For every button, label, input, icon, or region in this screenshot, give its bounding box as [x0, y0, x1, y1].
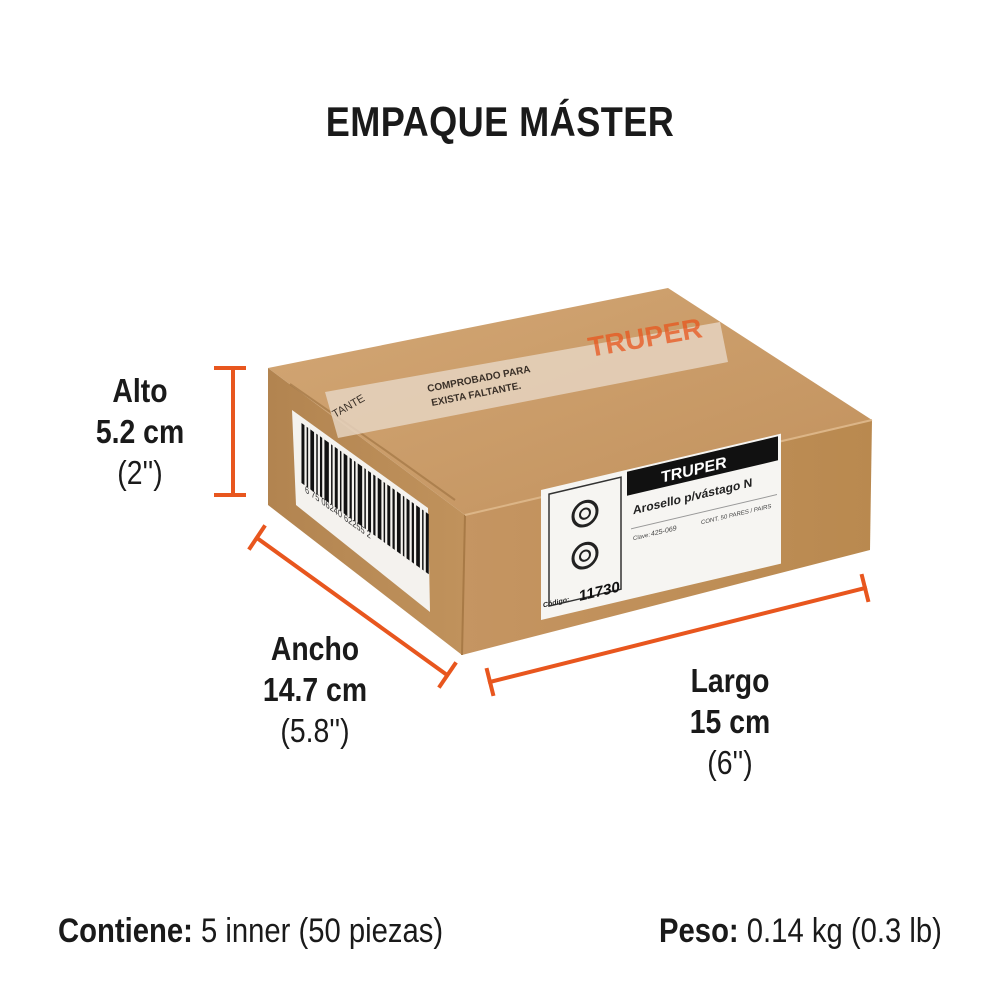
barcode-bars [301, 423, 429, 575]
largo-label: Largo [690, 662, 770, 699]
label-code-prefix: Clave: [633, 531, 650, 542]
alto-dimension-label: Alto 5.2 cm (2'') [80, 370, 200, 493]
weight-key: Peso: [659, 912, 739, 950]
ancho-dimension-marker [247, 524, 458, 689]
ancho-dimension-label: Ancho 14.7 cm (5.8'') [238, 628, 393, 751]
alto-imperial: (2'') [117, 454, 163, 491]
contents-value: 5 inner (50 piezas) [192, 912, 444, 950]
alto-metric: 5.2 cm [95, 413, 185, 450]
largo-dimension-marker [484, 573, 871, 697]
alto-label: Alto [112, 372, 168, 409]
contents-info: Contiene: 5 inner (50 piezas) [58, 912, 443, 951]
alto-dimension-marker [214, 366, 246, 497]
ancho-imperial: (5.8'') [280, 712, 350, 749]
largo-imperial: (6'') [707, 744, 753, 781]
page-title: EMPAQUE MÁSTER [325, 98, 675, 145]
weight-info: Peso: 0.14 kg (0.3 lb) [659, 912, 942, 951]
product-label: TRUPER Arosello p/vástago N Clave: 425-0… [541, 433, 781, 620]
ancho-metric: 14.7 cm [262, 671, 368, 708]
packing-tape [325, 322, 728, 438]
contents-key: Contiene: [58, 912, 193, 950]
weight-value: 0.14 kg (0.3 lb) [738, 912, 942, 950]
ancho-label: Ancho [270, 630, 360, 667]
largo-metric: 15 cm [689, 703, 771, 740]
largo-dimension-label: Largo 15 cm (6'') [653, 660, 808, 783]
